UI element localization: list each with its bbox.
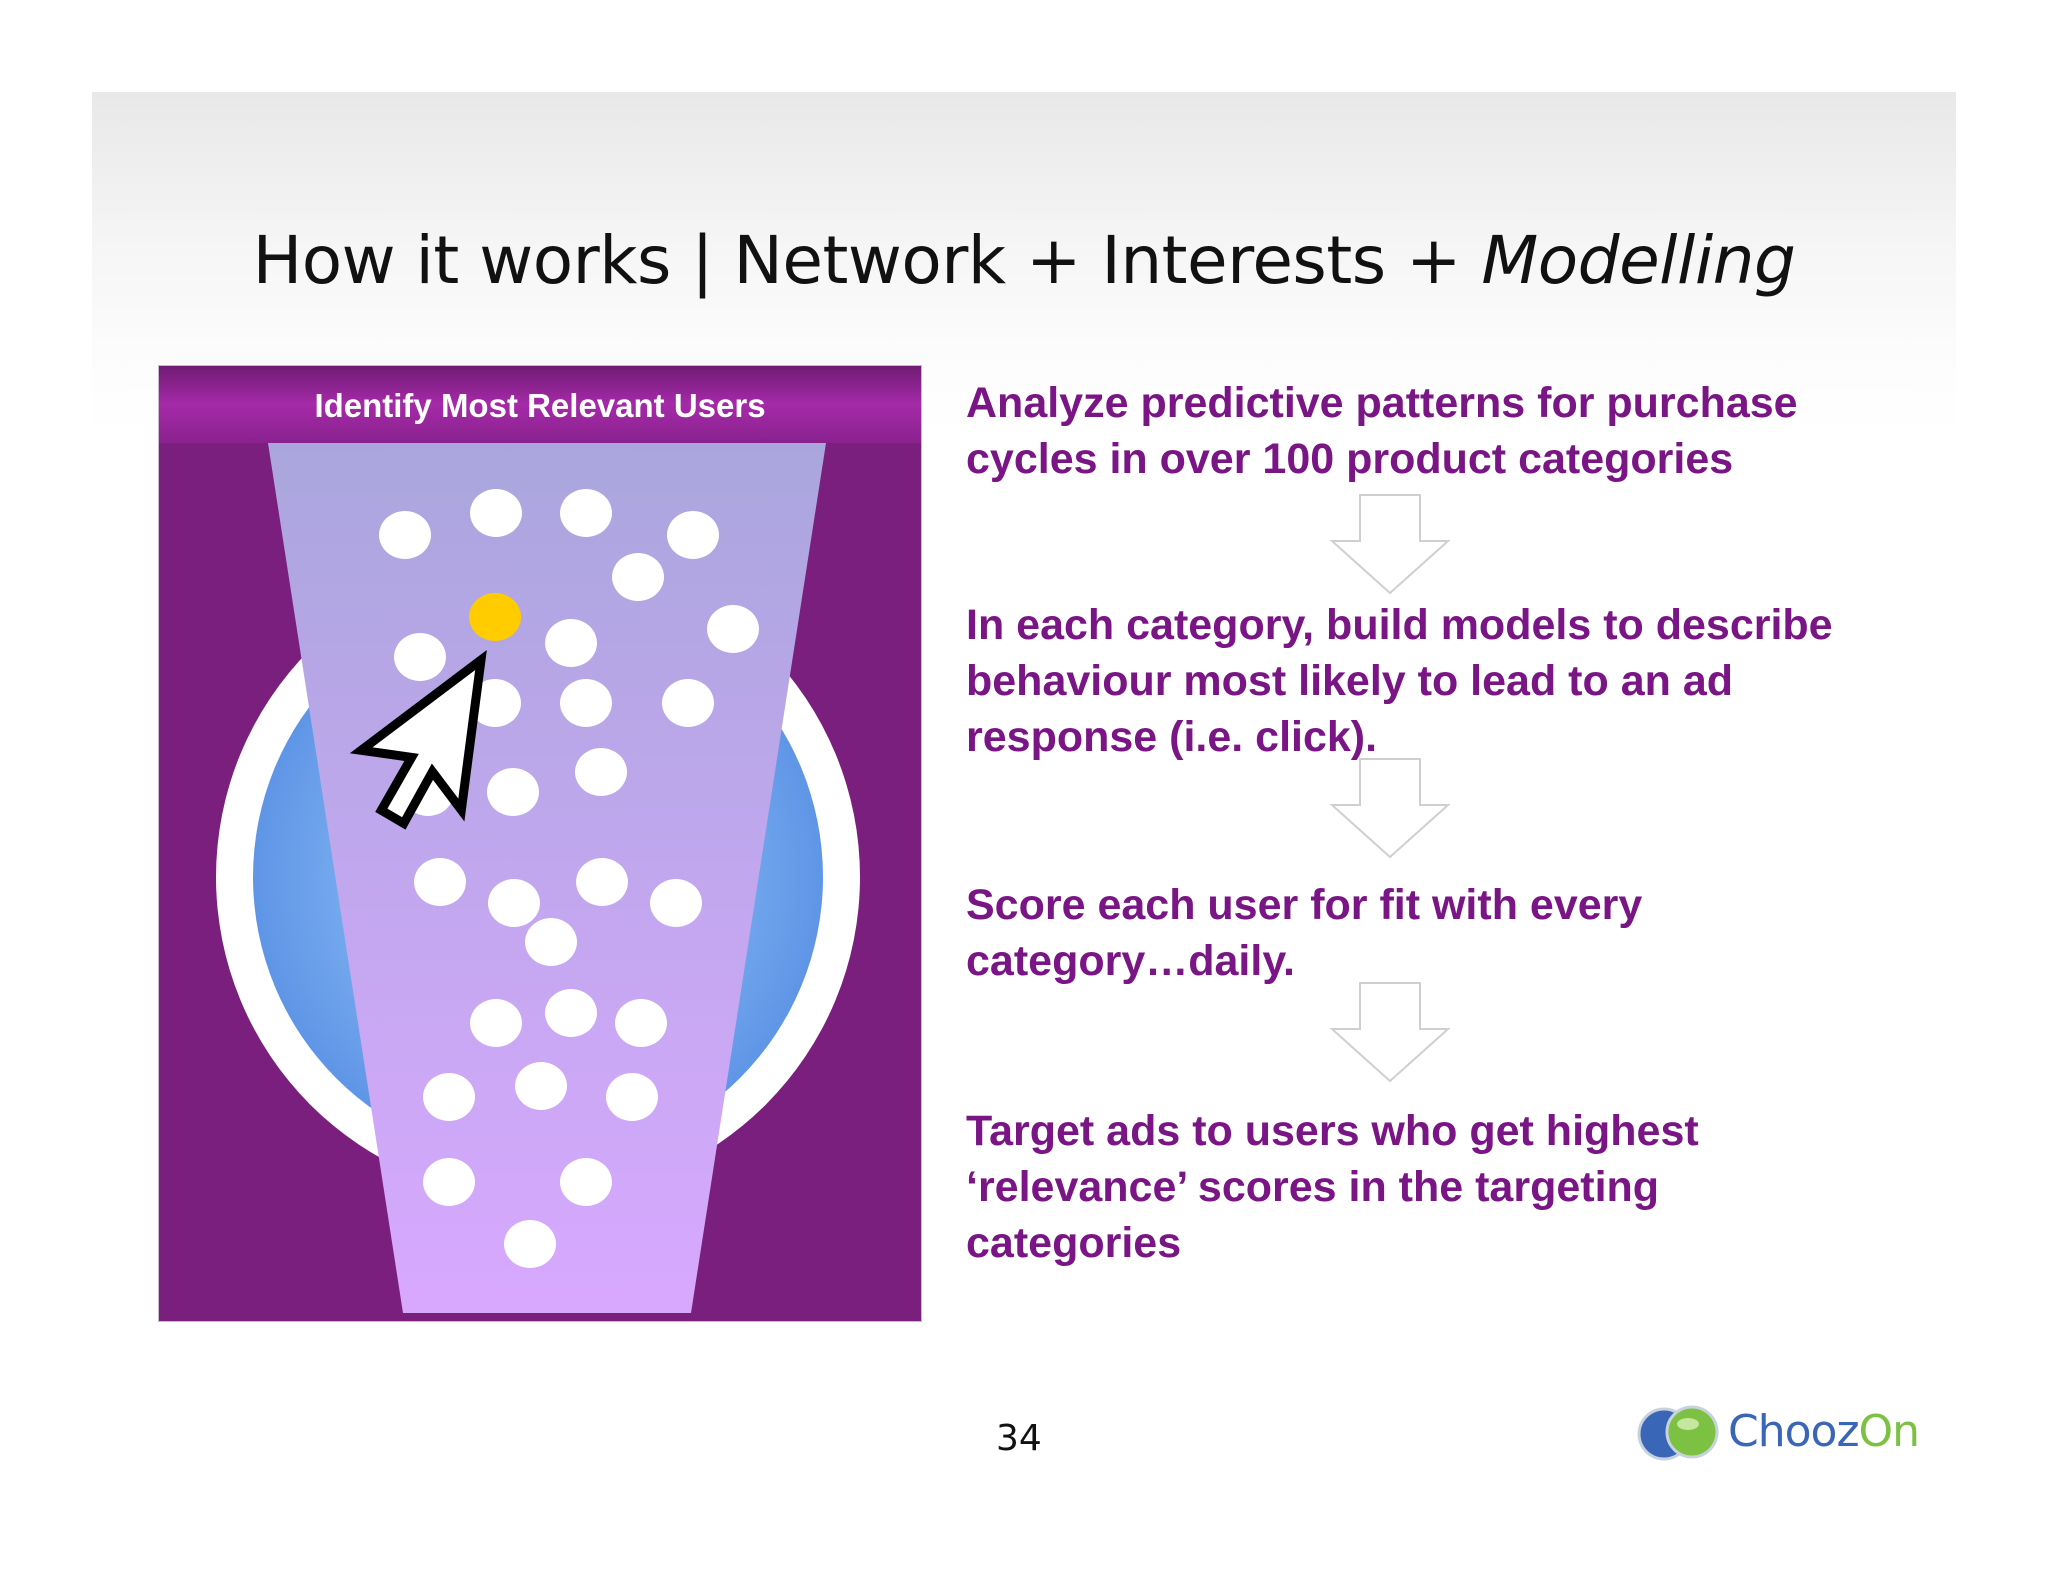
panel-header-label: Identify Most Relevant Users (314, 387, 765, 424)
user-dot (667, 511, 719, 559)
chooz-on-logo: ChoozOn (1632, 1404, 1932, 1464)
user-dot (662, 679, 714, 727)
user-dot (470, 489, 522, 537)
step-target-ads: Target ads to users who get highest ‘rel… (966, 1107, 1699, 1267)
user-dot (576, 858, 628, 906)
user-dot (469, 679, 521, 727)
user-dot (470, 999, 522, 1047)
highlighted-user-dot (469, 593, 521, 641)
title-text: How it works | Network + Interests + (252, 222, 1482, 299)
user-dot (707, 605, 759, 653)
user-dot (606, 1073, 658, 1121)
user-dot (414, 858, 466, 906)
user-dot (560, 679, 612, 727)
logo-wordmark-part1: Chooz (1728, 1406, 1860, 1457)
user-dot (560, 489, 612, 537)
user-dot (515, 1062, 567, 1110)
step-analyze-patterns: Analyze predictive patterns for purchase… (966, 379, 1798, 483)
user-dot (612, 553, 664, 601)
page-number: 34 (996, 1418, 1042, 1459)
logo-wordmark-part2: On (1858, 1406, 1921, 1457)
down-arrow-icon (1329, 494, 1451, 595)
user-dot (394, 633, 446, 681)
user-dot (379, 511, 431, 559)
user-dot (504, 1220, 556, 1268)
user-dot (545, 989, 597, 1037)
user-dot (487, 768, 539, 816)
logo-wordmark: ChoozOn (1728, 1406, 1921, 1457)
user-dot (560, 1158, 612, 1206)
user-dots (379, 489, 759, 1268)
logo-circles-icon (1637, 1405, 1719, 1461)
user-dot (650, 879, 702, 927)
user-dot (575, 748, 627, 796)
cursor-arrow-icon (349, 649, 487, 830)
relevant-users-panel: Identify Most Relevant Users (158, 365, 922, 1322)
user-dot (615, 999, 667, 1047)
step-build-models: In each category, build models to descri… (966, 601, 1833, 761)
down-arrow-icon (1329, 982, 1451, 1083)
user-dot (423, 1158, 475, 1206)
title-italic-text: Modelling (1481, 222, 1796, 299)
down-arrow-icon (1329, 758, 1451, 859)
funnel-illustration: Identify Most Relevant Users (158, 365, 922, 1322)
user-dot (423, 1073, 475, 1121)
step-score-users: Score each user for fit with every categ… (966, 881, 1643, 985)
user-dot (488, 879, 540, 927)
slide-title: How it works | Network + Interests + Mod… (0, 222, 2048, 299)
user-dot (545, 619, 597, 667)
user-dot (525, 918, 577, 966)
panel-header (158, 365, 922, 443)
